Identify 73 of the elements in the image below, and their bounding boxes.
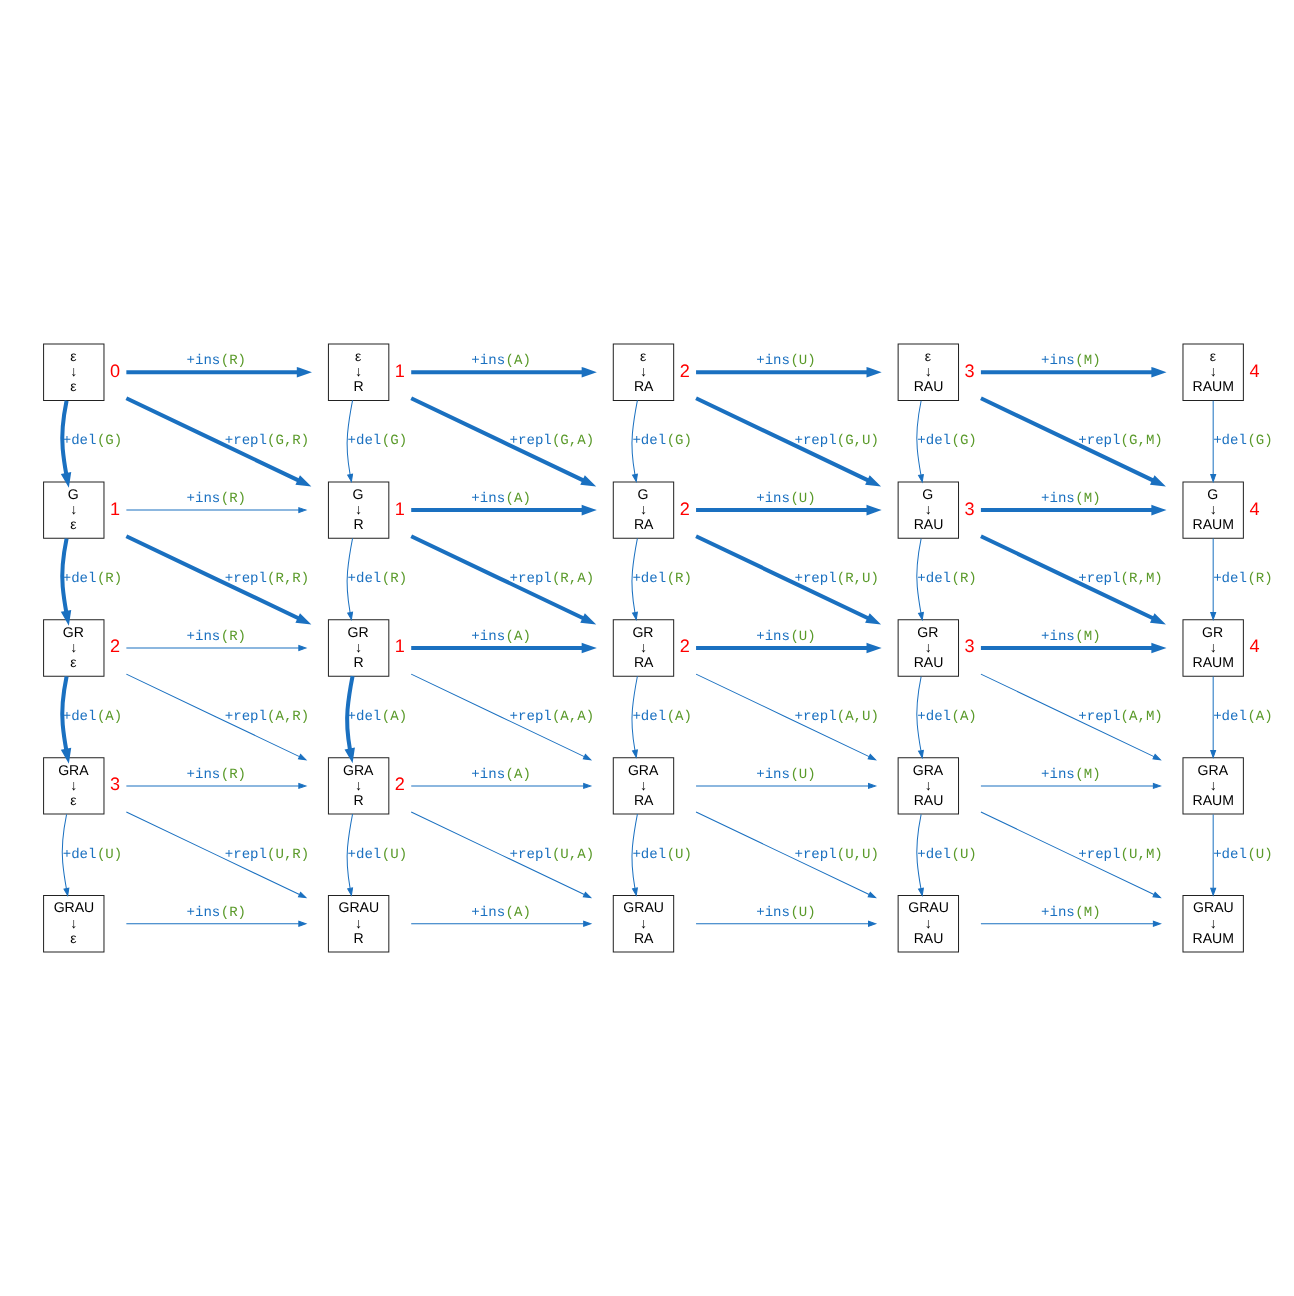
arrow: [696, 642, 882, 654]
arrow: [980, 396, 1166, 487]
node-label: 3: [964, 636, 975, 657]
arrow: [631, 537, 638, 621]
arrow: [346, 399, 354, 484]
arrow: [346, 537, 354, 621]
arrow: [1210, 813, 1217, 897]
arrow: [980, 920, 1162, 927]
node-label: 1: [394, 636, 405, 657]
arrow: [980, 782, 1162, 790]
arrow: [60, 538, 72, 626]
arrow: [410, 534, 597, 625]
node-label: 4: [1249, 498, 1260, 519]
arrow: [980, 642, 1167, 654]
arrow: [410, 396, 597, 487]
arrow: [696, 366, 882, 378]
node-label: 2: [679, 360, 690, 381]
arrow: [411, 504, 597, 516]
arrow: [410, 673, 593, 761]
arrow: [126, 366, 312, 378]
arrow: [980, 366, 1167, 378]
arrow: [1210, 400, 1217, 484]
arrow: [916, 676, 924, 760]
arrow: [410, 811, 593, 899]
arrow: [695, 920, 878, 927]
arrow: [695, 673, 877, 761]
arrow: [344, 675, 355, 764]
node-label: 1: [394, 360, 405, 381]
arrow: [125, 920, 308, 927]
arrow: [916, 813, 924, 898]
arrow: [631, 675, 638, 759]
arrow: [411, 366, 597, 378]
arrow: [1210, 676, 1217, 759]
arrow: [125, 673, 308, 761]
arrow: [125, 506, 308, 514]
arrow: [125, 644, 308, 652]
node-label: 4: [1249, 360, 1260, 381]
arrow: [916, 538, 924, 622]
arrow: [631, 813, 638, 897]
node-label: 3: [110, 774, 121, 795]
node-label: 2: [110, 636, 121, 657]
arrow: [695, 396, 882, 487]
arrow: [60, 676, 72, 764]
arrow: [916, 400, 924, 484]
arrow: [695, 534, 882, 625]
arrow: [346, 813, 354, 897]
arrow: [695, 782, 878, 790]
arrow: [980, 504, 1167, 516]
node-label: 3: [964, 498, 975, 519]
node-label: 1: [110, 498, 121, 519]
arrow: [980, 534, 1166, 625]
arrow: [125, 534, 312, 625]
arrow: [125, 396, 312, 487]
arrow: [125, 782, 308, 790]
node-label: 4: [1249, 636, 1260, 657]
arrow: [61, 813, 70, 898]
node-label: 2: [394, 774, 405, 795]
node-label: 1: [394, 498, 405, 519]
node-label: 0: [110, 360, 121, 381]
node-label: 3: [964, 360, 975, 381]
arrow: [1210, 538, 1217, 622]
arrow: [411, 642, 597, 654]
node-label: 2: [679, 636, 690, 657]
arrow: [695, 811, 877, 899]
arrow: [696, 504, 882, 516]
node-label: 2: [679, 498, 690, 519]
arrow: [980, 811, 1162, 899]
arrow: [60, 400, 72, 488]
arrow: [410, 782, 593, 790]
arrow: [631, 399, 638, 484]
arrow: [125, 811, 308, 899]
arrow: [410, 920, 593, 927]
arrow: [980, 673, 1162, 761]
